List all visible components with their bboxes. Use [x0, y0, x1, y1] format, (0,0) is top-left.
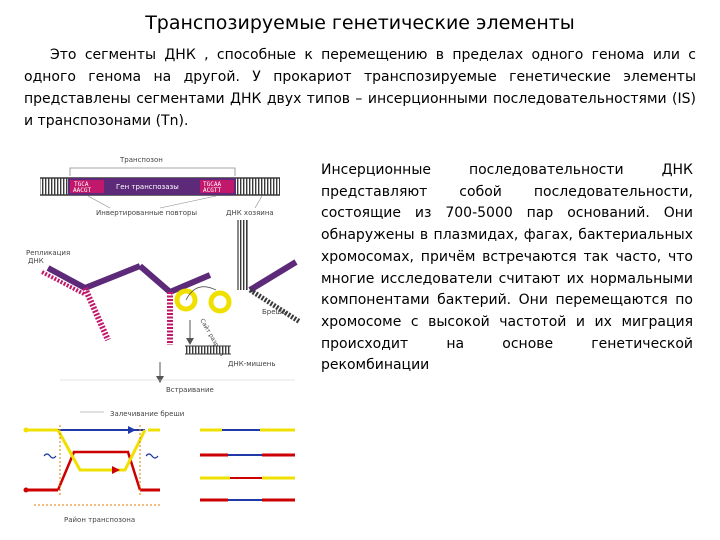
- label-replication-dna: ДНК: [28, 257, 44, 265]
- label-transposon: Транспозон: [119, 156, 163, 164]
- label-host-dna: ДНК хозяина: [226, 209, 274, 217]
- replication-fork-left: [42, 266, 140, 340]
- transposase-enzyme-2: [211, 293, 229, 311]
- host-dna-vertical: [238, 220, 247, 290]
- seq-left-bottom: AACGT: [73, 187, 91, 194]
- label-gap-repair: Залечивание бреши: [110, 410, 184, 418]
- label-transposon-region: Район транспозона: [64, 516, 135, 524]
- replication-fork-middle: [140, 266, 210, 345]
- label-insertion: Встраивание: [166, 386, 214, 394]
- transposase-gene-label: Ген транспозазы: [116, 183, 179, 191]
- target-dna: [185, 346, 231, 354]
- label-gap: Брешь: [262, 308, 286, 316]
- label-target-dna: ДНК-мишень: [228, 360, 275, 368]
- gap-repair-diagram: [24, 425, 296, 505]
- seq-right-bottom: ACGTT: [203, 187, 221, 194]
- transposon-bracket: [70, 168, 235, 176]
- label-replication: Репликация: [26, 249, 70, 257]
- label-inverted-repeats: Инвертированные повторы: [96, 209, 197, 217]
